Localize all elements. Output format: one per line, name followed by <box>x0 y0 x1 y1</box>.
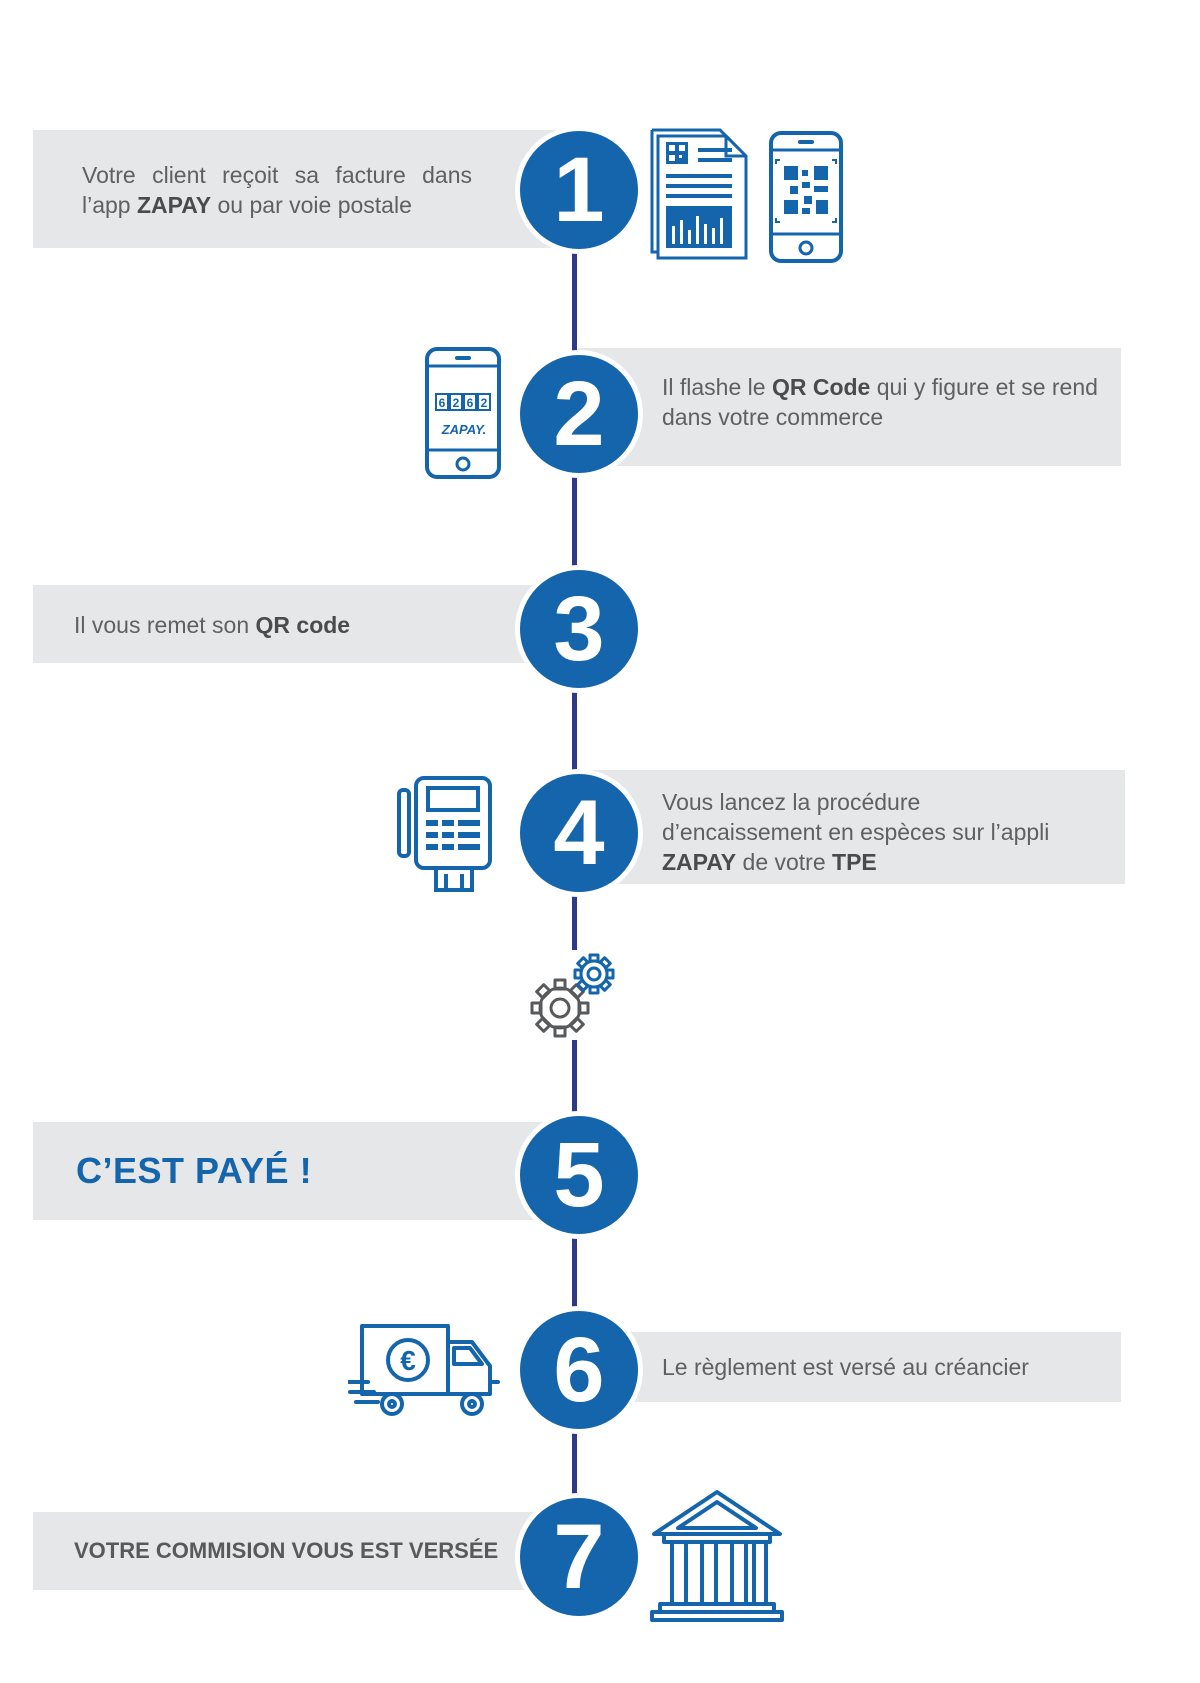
step-3-text: Il vous remet son QR code <box>74 612 351 638</box>
step-5-title: C’EST PAYÉ ! <box>76 1150 313 1191</box>
gears-icon <box>530 953 615 1038</box>
step-7-circle: 7 <box>515 1493 643 1621</box>
step-3-box <box>33 585 573 663</box>
step-6-circle: 6 <box>515 1306 643 1434</box>
phone-brand: ZAPAY. <box>441 422 487 437</box>
payment-terminal-icon <box>397 776 492 892</box>
step-4-circle: 4 <box>515 769 643 897</box>
step-5-circle: 5 <box>515 1111 643 1239</box>
step-1-line-1: Votre client reçoit sa facture dans <box>82 162 472 188</box>
step-7-box <box>33 1512 573 1590</box>
step-1-circle: 1 <box>515 126 643 254</box>
document-qr-icon <box>650 128 748 260</box>
phone-digit-1: 6 <box>439 396 446 410</box>
step-5-box <box>33 1122 573 1220</box>
step-2-line-2: dans votre commerce <box>662 404 884 430</box>
cash-truck-icon: € <box>348 1324 500 1416</box>
step-4-line-1: Vous lancez la procédure <box>662 789 921 815</box>
step-2-circle: 2 <box>515 350 643 478</box>
step-7-text: VOTRE COMMISION VOUS EST VERSÉE <box>74 1538 499 1563</box>
step-1-text: Votre client reçoit sa facture dans l’ap… <box>82 160 472 220</box>
phone-digit-4: 2 <box>481 396 488 410</box>
step-6-text: Le règlement est versé au créancier <box>662 1354 1029 1380</box>
bank-icon <box>650 1490 784 1622</box>
step-4-line-2: d’encaissement en espèces sur l’appli <box>662 819 1050 845</box>
phone-zapay-icon: 6 2 6 2 ZAPAY. <box>425 347 501 479</box>
step-4-text: Vous lancez la procédure d’encaissement … <box>662 787 1102 877</box>
phone-digit-3: 6 <box>467 396 474 410</box>
step-2-line-1: Il flashe le QR Code qui y figure et se … <box>662 374 1098 400</box>
step-6-box <box>578 1332 1121 1402</box>
step-4-box <box>578 770 1125 884</box>
step-3-circle: 3 <box>515 565 643 693</box>
phone-digit-2: 2 <box>453 396 460 410</box>
step-2-box <box>578 348 1121 466</box>
step-2-text: Il flashe le QR Code qui y figure et se … <box>662 372 1102 432</box>
step-1-line-2: l’app ZAPAY ou par voie postale <box>82 192 412 218</box>
phone-qr-icon <box>769 131 843 263</box>
euro-symbol: € <box>400 1345 416 1376</box>
step-4-line-3: ZAPAY de votre TPE <box>662 849 877 875</box>
step-1-box <box>33 130 573 248</box>
